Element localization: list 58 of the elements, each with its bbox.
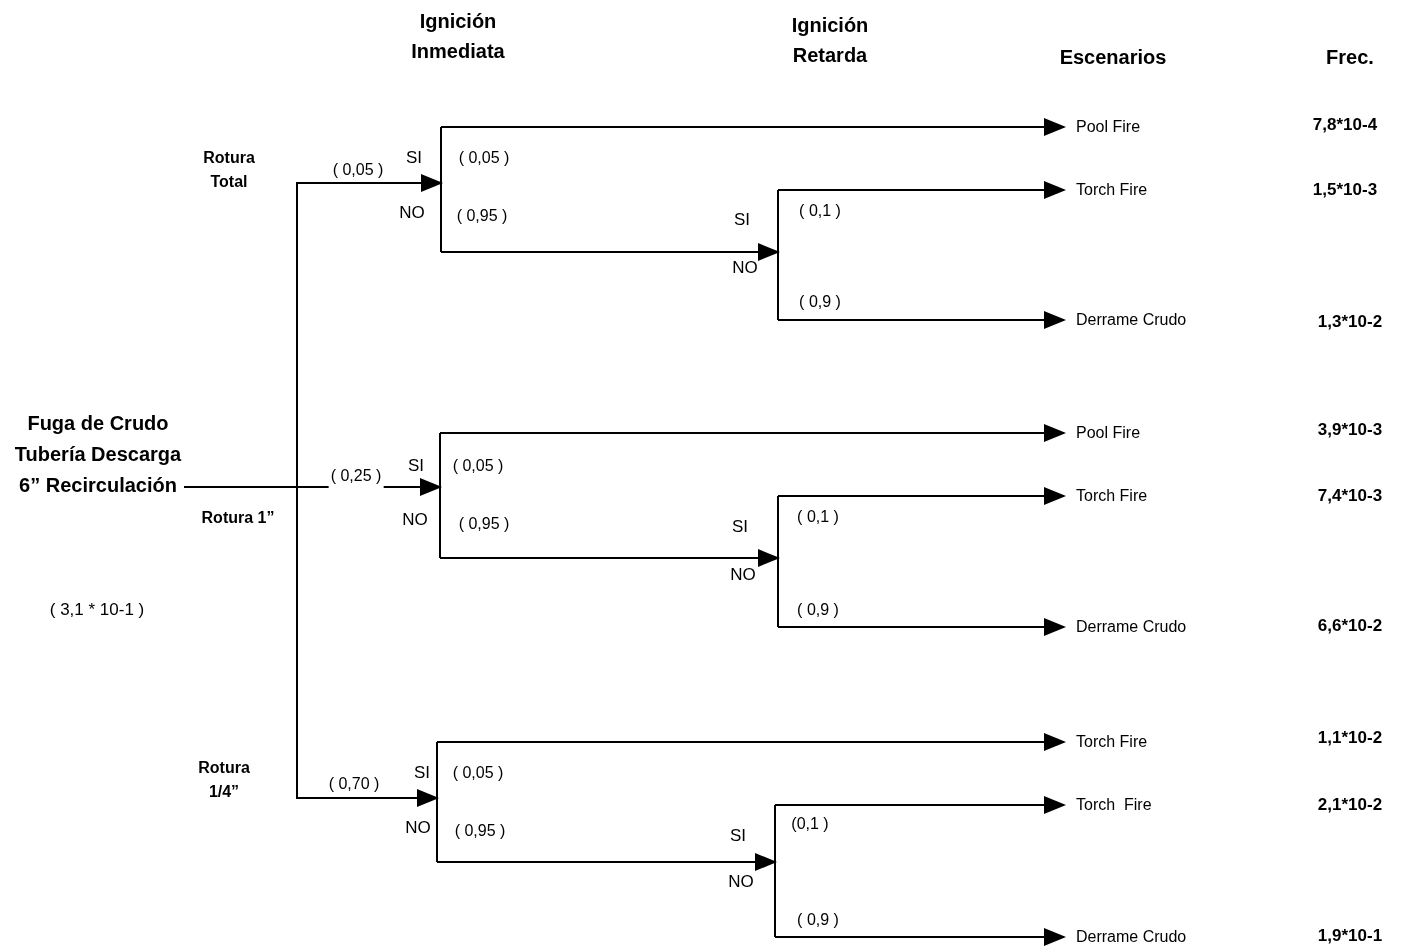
arrow [777, 181, 1066, 199]
arrow [436, 733, 1066, 751]
scenario-text: Torch Fire [1064, 484, 1148, 508]
column-header: Escenarios [1059, 45, 1167, 70]
junction-line [436, 742, 438, 862]
junction-line [777, 190, 779, 320]
arrow [774, 796, 1066, 814]
frequency-value: 7,4*10-3 [1317, 485, 1383, 508]
scenario-text: Pool Fire [1064, 421, 1141, 445]
frequency-value: 7,8*10-4 [1312, 114, 1378, 137]
arrow [777, 487, 1066, 505]
branch-outcome: NO [728, 871, 754, 894]
column-header: Ignición Retarda [790, 13, 870, 68]
column-header: Ignición Inmediata [410, 9, 506, 64]
junction-line [439, 433, 441, 558]
branch-label: Rotura 1/4” [197, 758, 251, 802]
junction-line [440, 127, 442, 252]
branch-outcome: SI [407, 455, 425, 478]
branch-outcome: NO [732, 257, 758, 280]
junction-line [774, 805, 776, 937]
arrow [777, 311, 1066, 329]
branch-outcome: SI [731, 516, 749, 539]
column-header: Frec. [1326, 45, 1374, 70]
arrow [439, 424, 1066, 442]
frequency-value: 2,1*10-2 [1317, 794, 1383, 817]
branch-outcome: NO [402, 509, 428, 532]
branch-outcome: NO [730, 564, 756, 587]
frequency-value: 3,9*10-3 [1317, 419, 1383, 442]
arrow [777, 618, 1066, 636]
arrow [440, 243, 780, 261]
scenario-text: Pool Fire [1064, 115, 1141, 139]
junction-line [777, 496, 779, 627]
arrow [439, 549, 780, 567]
branch-outcome: NO [399, 202, 425, 225]
scenario-text: Derrame Crudo [1064, 925, 1187, 948]
scenario-text: Torch Fire [1064, 793, 1152, 817]
branch-outcome: SI [729, 825, 747, 848]
frequency-value: 6,6*10-2 [1317, 615, 1383, 638]
arrow [774, 928, 1066, 946]
frequency-value: 1,3*10-2 [1317, 311, 1383, 334]
arrow [440, 118, 1066, 136]
branch-outcome: SI [405, 147, 423, 170]
branch-label: Rotura Total [202, 148, 256, 192]
branch-outcome: SI [413, 762, 431, 785]
frequency-value: 1,9*10-1 [1317, 925, 1383, 948]
arrow [436, 853, 777, 871]
frequency-value: 1,5*10-3 [1312, 179, 1378, 202]
scenario-text: Derrame Crudo [1064, 615, 1187, 639]
scenario-text: Torch Fire [1064, 730, 1148, 754]
scenario-text: Torch Fire [1064, 178, 1148, 202]
scenario-text: Derrame Crudo [1064, 308, 1187, 332]
frequency-value: 1,1*10-2 [1317, 727, 1383, 750]
branch-outcome: SI [733, 209, 751, 232]
frequency-note: ( 3,1 * 10-1 ) [49, 599, 145, 622]
branch-label: Rotura 1” [201, 508, 275, 528]
arrow [183, 486, 439, 807]
initiating-event-text: Fuga de Crudo Tubería Descarga 6” Recirculación [12, 408, 184, 501]
branch-outcome: NO [405, 817, 431, 840]
